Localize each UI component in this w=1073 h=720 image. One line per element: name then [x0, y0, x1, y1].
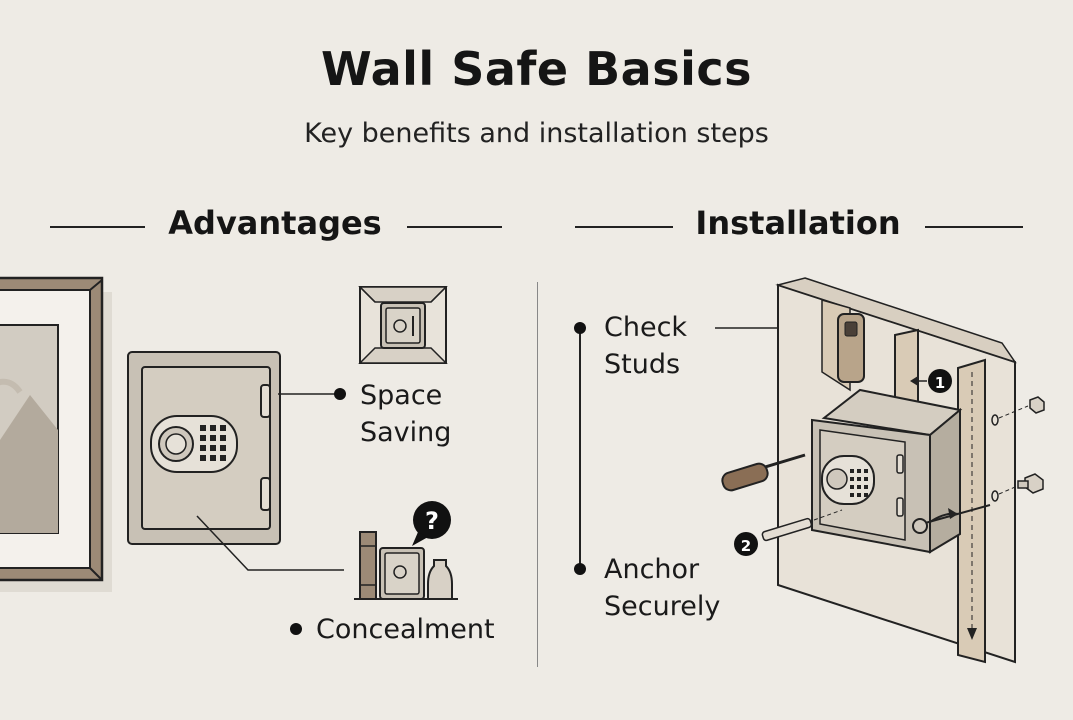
compact-safe-icon [358, 286, 448, 364]
advantages-heading: Advantages [168, 204, 382, 242]
advantages-rule-left [50, 226, 145, 228]
concealment-callout [196, 515, 344, 571]
check-studs-label-line2: Studs [604, 349, 681, 380]
page-title: Wall Safe Basics [321, 42, 752, 96]
step-2-number: 2 [741, 537, 751, 555]
check-studs-label-line1: Check [604, 312, 688, 343]
space-saving-callout [278, 388, 346, 400]
wall-installation-icon [721, 277, 1045, 664]
anchor-securely-label: Anchor Securely [604, 551, 720, 625]
step-2-marker: 2 [734, 532, 758, 556]
space-saving-label-line2: Saving [360, 417, 452, 448]
anchor-securely-label-line2: Securely [604, 591, 721, 622]
step-1-marker: 1 [910, 369, 952, 393]
installation-rule-right [925, 226, 1023, 228]
space-saving-label-line1: Space [360, 380, 443, 411]
concealment-label: Concealment [316, 614, 495, 645]
space-saving-label: Space Saving [360, 377, 451, 451]
hidden-safe-icon: ? [354, 501, 458, 600]
svg-text:?: ? [425, 507, 439, 535]
advantages-rule-right [407, 226, 502, 228]
installation-heading: Installation [695, 204, 901, 242]
step-1-number: 1 [935, 374, 945, 392]
installation-rule-left [575, 226, 673, 228]
check-studs-label: Check Studs [604, 309, 687, 383]
anchor-securely-label-line1: Anchor [604, 554, 700, 585]
page-subtitle: Key benefits and installation steps [304, 118, 769, 149]
installation-timeline [574, 322, 830, 575]
safe-icon [127, 351, 281, 545]
section-divider [537, 282, 538, 667]
picture-frame-icon [0, 276, 112, 592]
concealment-bullet [290, 623, 302, 635]
